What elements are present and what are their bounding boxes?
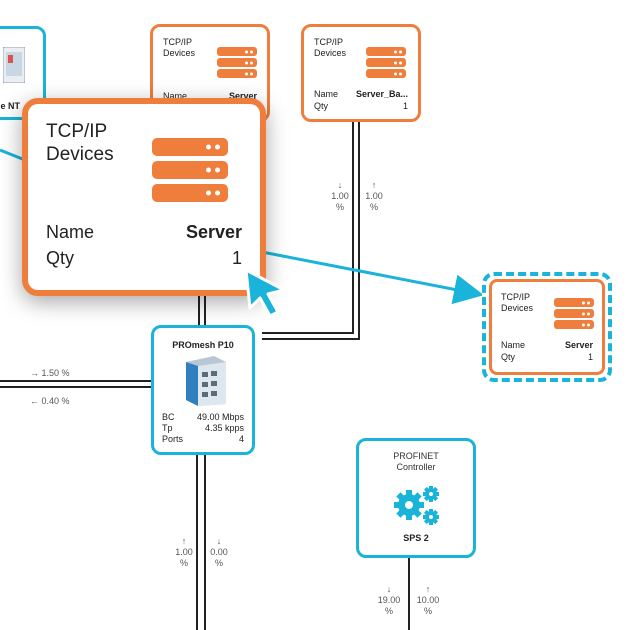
move-arrow (261, 250, 484, 305)
link-label-sps-up: ↑10.00% (416, 584, 440, 616)
qty-value: 1 (231, 248, 242, 268)
link-backup-promesh (262, 120, 354, 334)
server-stack-icon (152, 138, 228, 202)
node-title: TCP/IP Devices (314, 37, 347, 58)
node-title: PROFINET Controller (393, 451, 439, 472)
name-label: Name (314, 89, 339, 99)
link-promesh-server (198, 292, 206, 326)
name-value: Server (185, 222, 242, 242)
link-label-left-left: ← 0.40 % (30, 396, 70, 406)
bc-value: 49.00 Mbps (196, 412, 244, 422)
ports-label: Ports (162, 434, 184, 444)
pointer-cursor-icon (232, 258, 286, 318)
link-label-bottom-up: ↑1.00% (175, 536, 193, 568)
node-title: TCP/IP Devices (46, 121, 114, 165)
qty-label: Qty (46, 248, 75, 268)
node-title: PROmesh P10 (172, 340, 234, 350)
tp-value: 4.35 kpps (204, 423, 244, 433)
name-value: Server (564, 340, 593, 350)
link-promesh-bottom (196, 454, 206, 630)
name-label: Name (46, 222, 95, 242)
promesh-node[interactable]: PROmesh P10 BC 49.00 Mbps Tp 4.35 kpps P… (151, 325, 255, 455)
partial-node-label: ge NT (0, 101, 21, 111)
name-label: Name (163, 91, 188, 101)
link-label-backup-up: ↑1.00% (365, 180, 383, 212)
server-stack-icon (554, 298, 594, 329)
name-value: Server (228, 91, 257, 101)
device-image-icon (3, 47, 25, 83)
qty-label: Qty (314, 101, 329, 111)
node-title: TCP/IP Devices (163, 37, 196, 58)
controller-name: SPS 2 (403, 533, 429, 543)
qty-value: 1 (587, 352, 593, 362)
link-left-promesh (0, 380, 152, 388)
server-node-zoomed[interactable]: TCP/IP Devices Name Server Qty 1 (22, 98, 266, 296)
switch-device-icon (186, 356, 226, 406)
link-label-bottom-down: ↓0.00% (210, 536, 228, 568)
link-label-sps-down: ↓19.00% (377, 584, 401, 616)
server-node-backup[interactable]: TCP/IP Devices Name Server_Ba... Qty 1 (301, 24, 421, 122)
qty-value: 1 (402, 101, 408, 111)
name-label: Name (501, 340, 526, 350)
server-node-target[interactable]: TCP/IP Devices Name Server Qty 1 (482, 272, 612, 382)
qty-label: Qty (501, 352, 516, 362)
ports-value: 4 (238, 434, 244, 444)
name-value: Server_Ba... (355, 89, 408, 99)
gears-icon (394, 486, 439, 525)
profinet-node[interactable]: PROFINET Controller (356, 438, 476, 558)
bc-label: BC (162, 412, 175, 422)
link-label-left-right: → 1.50 % (30, 368, 70, 378)
tp-label: Tp (162, 423, 173, 433)
server-stack-icon (366, 47, 406, 78)
server-stack-icon (217, 47, 257, 78)
link-label-backup-down: ↓1.00% (331, 180, 349, 212)
node-title: TCP/IP Devices (501, 292, 534, 313)
